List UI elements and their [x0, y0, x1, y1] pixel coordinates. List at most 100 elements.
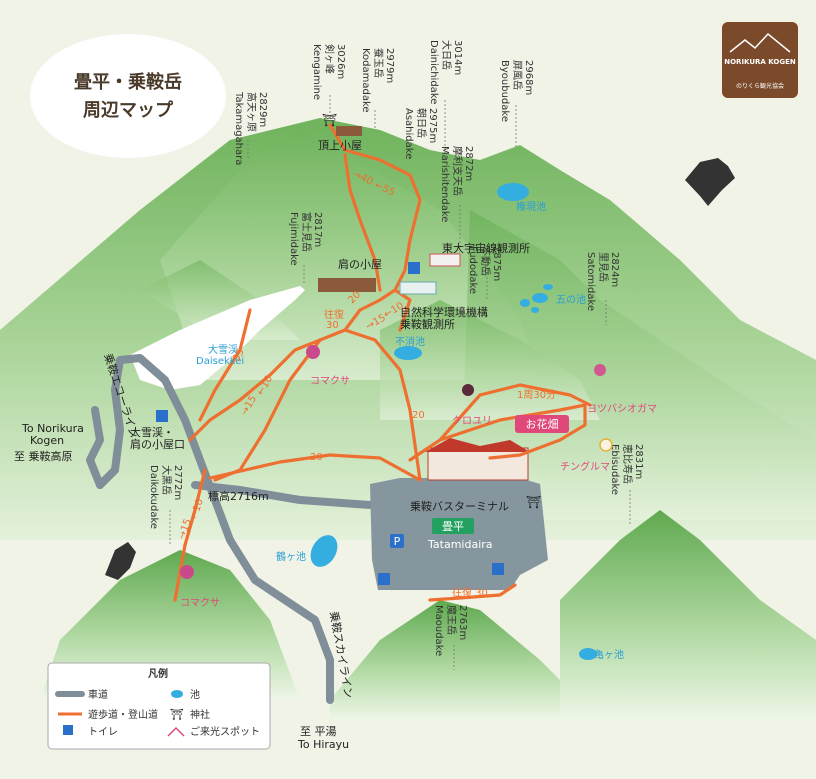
fusho-pond	[394, 346, 422, 360]
svg-text:大黒岳: 大黒岳	[160, 465, 173, 495]
legend-pond: 池	[190, 688, 200, 701]
mountains	[0, 118, 816, 720]
tatamidaira-sign	[432, 518, 474, 534]
roads	[86, 354, 374, 704]
shrine-icon: ⛩	[322, 113, 337, 127]
svg-text:Ebisudake: Ebisudake	[609, 444, 620, 495]
env-obs-label-2: 乗鞍観測所	[400, 317, 455, 331]
kata-hut-icon	[318, 278, 376, 292]
bus-terminal-building	[427, 447, 529, 481]
peak-fudo: 2875m 不動岳 Fudodake	[467, 246, 502, 294]
ohanabatake-sign	[515, 415, 569, 433]
kuroyuri-label: クロユリ	[452, 415, 492, 427]
toilet-icon	[156, 410, 168, 422]
toilet-icon	[408, 262, 420, 274]
choujou-hut-icon	[336, 126, 362, 136]
peak-satomi: 2824m 里見岳 Satomidake	[585, 252, 620, 311]
legend-toilet: トイレ	[88, 727, 118, 738]
parking-icon: P	[394, 535, 401, 548]
daisekkei-roman-label: Daisekkei	[196, 356, 244, 367]
trails	[173, 123, 592, 602]
time-label: 20	[412, 410, 425, 421]
choujou-hut-label: 頂上小屋	[318, 139, 362, 152]
svg-text:2968m: 2968m	[523, 60, 534, 95]
gongen-pond	[497, 183, 529, 201]
peak-mao: 2763m 魔王岳 Maoudake	[433, 605, 468, 656]
svg-text:Fudodake: Fudodake	[467, 246, 478, 294]
svg-text:2875m: 2875m	[491, 246, 502, 281]
peak-daikoku: 2772m 大黒岳 Daikokudake	[148, 465, 183, 529]
svg-text:大日岳: 大日岳	[440, 40, 453, 70]
svg-text:里見岳: 里見岳	[597, 252, 609, 282]
time-label: 1周30分	[517, 389, 556, 401]
peak-asahi: 2975m 朝日岳 Asahidake	[403, 108, 438, 159]
peak-fujimi: 2817m 富士見岳 Fujimidake	[288, 212, 323, 266]
svg-text:2979m: 2979m	[384, 48, 395, 83]
logo-sub: のりくら観光協会	[736, 82, 784, 90]
title-bubble: 畳平・乗鞍岳 周辺マップ	[30, 34, 226, 158]
time-label: 往復	[324, 308, 344, 321]
legend-shrine: 神社	[190, 708, 210, 721]
legend: 凡例 車道 遊歩道・登山道 トイレ 池 ⛩ 神社 ご来光スポット	[47, 662, 271, 750]
gonoike-label: 五の池	[556, 293, 586, 306]
svg-text:蚕玉岳: 蚕玉岳	[372, 48, 384, 78]
svg-text:Dainichidake: Dainichidake	[428, 40, 439, 104]
tatamidaira-jp-label: 畳平	[442, 520, 464, 533]
ponds	[310, 183, 597, 660]
svg-text:3026m: 3026m	[335, 44, 346, 79]
peak-kengamine: 3026m 剣ヶ峰 Kengamine	[311, 44, 346, 100]
svg-text:剣ヶ峰: 剣ヶ峰	[323, 44, 335, 74]
komakusa-flower-icon	[306, 345, 320, 359]
komakusa-label-1: コマクサ	[310, 375, 350, 387]
observatory-icon	[429, 253, 461, 267]
svg-text:屏風岳: 屏風岳	[511, 60, 523, 90]
peak-dainichi: 3014m 大日岳 Dainichidake	[428, 40, 463, 104]
svg-text:2772m: 2772m	[172, 465, 183, 500]
svg-text:不動岳: 不動岳	[479, 246, 492, 276]
gongen-pond-label: 権現池	[516, 200, 546, 213]
tatamidaira-roman-label: Tatamidaira	[427, 538, 493, 551]
to-norikura-label-1: To Norikura	[21, 422, 84, 435]
time-label: 30	[326, 320, 339, 331]
svg-text:Satomidake: Satomidake	[585, 252, 596, 311]
legend-sunrise: ご来光スポット	[190, 725, 260, 738]
env-obs-label-1: 自然科学環境機構	[400, 305, 488, 319]
bus-terminal-label: 乗鞍バスターミナル	[410, 499, 509, 513]
yotsuba-flower-icon	[594, 364, 606, 376]
env-observatory-icon	[399, 281, 437, 295]
to-hirayu-label-2: To Hirayu	[297, 738, 349, 751]
svg-text:魔王岳: 魔王岳	[445, 605, 458, 635]
svg-text:高天ヶ原: 高天ヶ原	[245, 92, 258, 132]
kata-hut-label: 肩の小屋	[338, 257, 382, 271]
chinguruma-label: チングルマ	[560, 460, 610, 473]
svg-text:富士見岳: 富士見岳	[300, 212, 313, 252]
svg-text:Fujimidake: Fujimidake	[288, 212, 299, 266]
komakusa-flower-icon	[180, 565, 194, 579]
svg-text:朝日岳: 朝日岳	[415, 108, 427, 138]
title-line1: 畳平・乗鞍岳	[74, 71, 182, 93]
svg-text:2824m: 2824m	[609, 252, 620, 287]
legend-trail: 遊歩道・登山道	[88, 708, 158, 721]
chinguruma-flower-icon	[599, 438, 613, 452]
svg-text:恵比寿岳: 恵比寿岳	[621, 444, 634, 484]
toilet-icon	[492, 563, 504, 575]
kuroyuri-flower-icon	[462, 384, 474, 396]
fusho-pond-label: 不消池	[395, 335, 425, 348]
svg-text:2831m: 2831m	[633, 444, 644, 479]
kame-pond	[579, 648, 597, 660]
peak-ebisu: 2831m 恵比寿岳 Ebisudake	[609, 444, 644, 495]
legend-title: 凡例	[148, 667, 168, 680]
raichou-bird-icon	[685, 158, 735, 206]
to-norikura-label-2: Kogen	[30, 434, 64, 447]
peak-byoubu: 2968m 屏風岳 Byoubudake	[499, 60, 534, 122]
peak-kodama: 2979m 蚕玉岳 Kodamadake	[360, 48, 395, 113]
gonoike-pond	[532, 293, 548, 303]
observatory-label: 東大宇宙線観測所	[442, 241, 530, 255]
svg-text:3014m: 3014m	[452, 40, 463, 75]
logo: NORIKURA KOGEN のりくら観光協会	[722, 22, 798, 98]
time-label: 往復 30	[452, 586, 488, 599]
logo-name: NORIKURA KOGEN	[724, 58, 796, 66]
svg-text:Marishitendake: Marishitendake	[439, 146, 450, 222]
daisekkei-hut-label-1: 大雪渓・	[130, 425, 174, 439]
